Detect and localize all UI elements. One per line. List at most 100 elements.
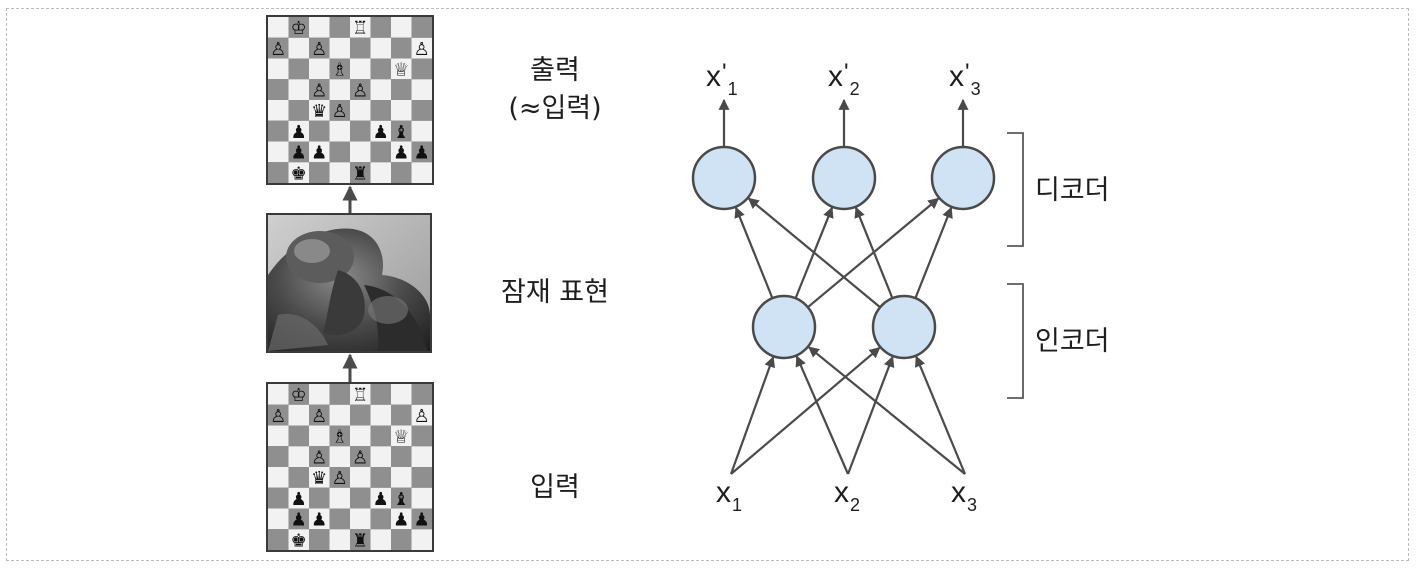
input-to-encoder-connection bbox=[846, 355, 895, 475]
input-board-square bbox=[288, 425, 309, 447]
input-board-chess-piece: ♟ bbox=[414, 510, 430, 531]
encoder-node bbox=[871, 294, 937, 360]
input-board-chess-piece: ♜ bbox=[352, 530, 368, 550]
figure-frame bbox=[6, 8, 1409, 561]
input-board-square bbox=[288, 487, 309, 509]
output-board-square bbox=[411, 37, 432, 59]
input-board-square bbox=[411, 384, 432, 405]
decoder-node bbox=[811, 145, 877, 211]
input-board-square bbox=[329, 384, 350, 405]
output-board-square bbox=[370, 37, 391, 59]
output-board-chess-piece: ♔ bbox=[291, 18, 307, 39]
input-chess-board: ♔♖♙♙♙♗♕♙♙♛♙♟♟♝♟♟♟♟♚♜ bbox=[266, 382, 434, 552]
input-board-square bbox=[411, 425, 432, 447]
input-board-square bbox=[329, 404, 350, 426]
output-board-square bbox=[411, 162, 432, 183]
input-board-square bbox=[288, 508, 309, 530]
input-board-square bbox=[350, 467, 371, 488]
output-board-square bbox=[329, 141, 350, 163]
input-board-square bbox=[411, 529, 432, 550]
latent-representation-image bbox=[266, 213, 432, 353]
input-variable-2: x2 bbox=[834, 476, 861, 516]
input-board-square bbox=[309, 508, 330, 530]
output-board-chess-piece: ♙ bbox=[270, 39, 286, 60]
output-board-square bbox=[391, 79, 412, 100]
input-to-encoder-connection bbox=[807, 346, 966, 475]
output-chess-board: ♔♖♙♙♙♗♕♙♙♛♙♟♟♝♟♟♟♟♚♜ bbox=[266, 15, 434, 185]
input-board-square bbox=[391, 467, 412, 488]
output-board-square bbox=[370, 58, 391, 80]
output-board-square bbox=[309, 141, 330, 163]
output-board-square bbox=[329, 120, 350, 142]
latent-representation-label: 잠재 표현 bbox=[501, 277, 609, 308]
output-board-square bbox=[391, 17, 412, 38]
input-board-square bbox=[268, 508, 289, 530]
output-board-square bbox=[309, 79, 330, 100]
output-board-square bbox=[268, 100, 289, 121]
output-board-square bbox=[350, 120, 371, 142]
output-board-square bbox=[391, 162, 412, 183]
input-board-square bbox=[350, 508, 371, 530]
output-board-square bbox=[268, 58, 289, 80]
input-to-encoder-connection bbox=[729, 356, 775, 475]
output-variable-1: x'1 bbox=[706, 59, 738, 99]
input-board-square bbox=[391, 529, 412, 550]
output-board-square bbox=[309, 37, 330, 59]
input-board-square bbox=[350, 384, 371, 405]
output-board-square bbox=[309, 100, 330, 121]
output-board-chess-piece: ♕ bbox=[393, 60, 409, 81]
input-board-square bbox=[391, 384, 412, 405]
input-board-square bbox=[288, 467, 309, 488]
input-board-chess-piece: ♟ bbox=[291, 489, 307, 510]
output-board-square bbox=[309, 120, 330, 142]
input-board-square bbox=[391, 508, 412, 530]
output-board-square bbox=[411, 120, 432, 142]
output-label: 출력 bbox=[530, 55, 580, 86]
input-board-square bbox=[370, 425, 391, 447]
output-board-square bbox=[391, 58, 412, 80]
output-board-square bbox=[268, 120, 289, 142]
input-board-square bbox=[309, 467, 330, 488]
input-board-square bbox=[309, 384, 330, 405]
encoder-bracket bbox=[1007, 283, 1024, 399]
input-board-chess-piece: ♙ bbox=[414, 406, 430, 427]
output-board-square bbox=[350, 162, 371, 183]
output-board-square bbox=[411, 141, 432, 163]
input-board-square bbox=[268, 446, 289, 467]
input-board-square bbox=[370, 446, 391, 467]
input-board-square bbox=[288, 446, 309, 467]
output-board-chess-piece: ♟ bbox=[291, 143, 307, 164]
input-board-square bbox=[288, 529, 309, 550]
input-board-square bbox=[370, 508, 391, 530]
input-board-square bbox=[411, 446, 432, 467]
output-board-square bbox=[350, 141, 371, 163]
output-board-square bbox=[288, 120, 309, 142]
input-board-square bbox=[329, 467, 350, 488]
input-board-square bbox=[268, 425, 289, 447]
input-chess-board-svg: ♔♖♙♙♙♗♕♙♙♛♙♟♟♝♟♟♟♟♚♜ bbox=[268, 384, 432, 550]
output-board-square bbox=[288, 141, 309, 163]
input-board-square bbox=[268, 467, 289, 488]
input-board-square bbox=[370, 487, 391, 509]
input-to-encoder-connection bbox=[795, 355, 850, 475]
input-board-chess-piece: ♟ bbox=[291, 510, 307, 531]
input-variable-3: x3 bbox=[951, 476, 978, 516]
input-board-square bbox=[391, 425, 412, 447]
decoder-node bbox=[930, 145, 996, 211]
output-board-chess-piece: ♟ bbox=[291, 122, 307, 143]
output-board-square bbox=[411, 58, 432, 80]
thinker-statue-image bbox=[268, 215, 430, 351]
output-approx-input-label: (≈입력) bbox=[508, 93, 602, 124]
output-variable-3: x'3 bbox=[949, 59, 981, 99]
input-board-chess-piece: ♝ bbox=[393, 489, 409, 510]
output-board-chess-piece: ♙ bbox=[311, 39, 327, 60]
input-label: 입력 bbox=[530, 472, 580, 503]
output-board-square bbox=[370, 17, 391, 38]
output-board-square bbox=[329, 58, 350, 80]
input-board-square bbox=[329, 425, 350, 447]
output-board-square bbox=[350, 100, 371, 121]
output-board-square bbox=[288, 79, 309, 100]
output-variable-2: x'2 bbox=[828, 59, 860, 99]
output-board-chess-piece: ♟ bbox=[414, 143, 430, 164]
